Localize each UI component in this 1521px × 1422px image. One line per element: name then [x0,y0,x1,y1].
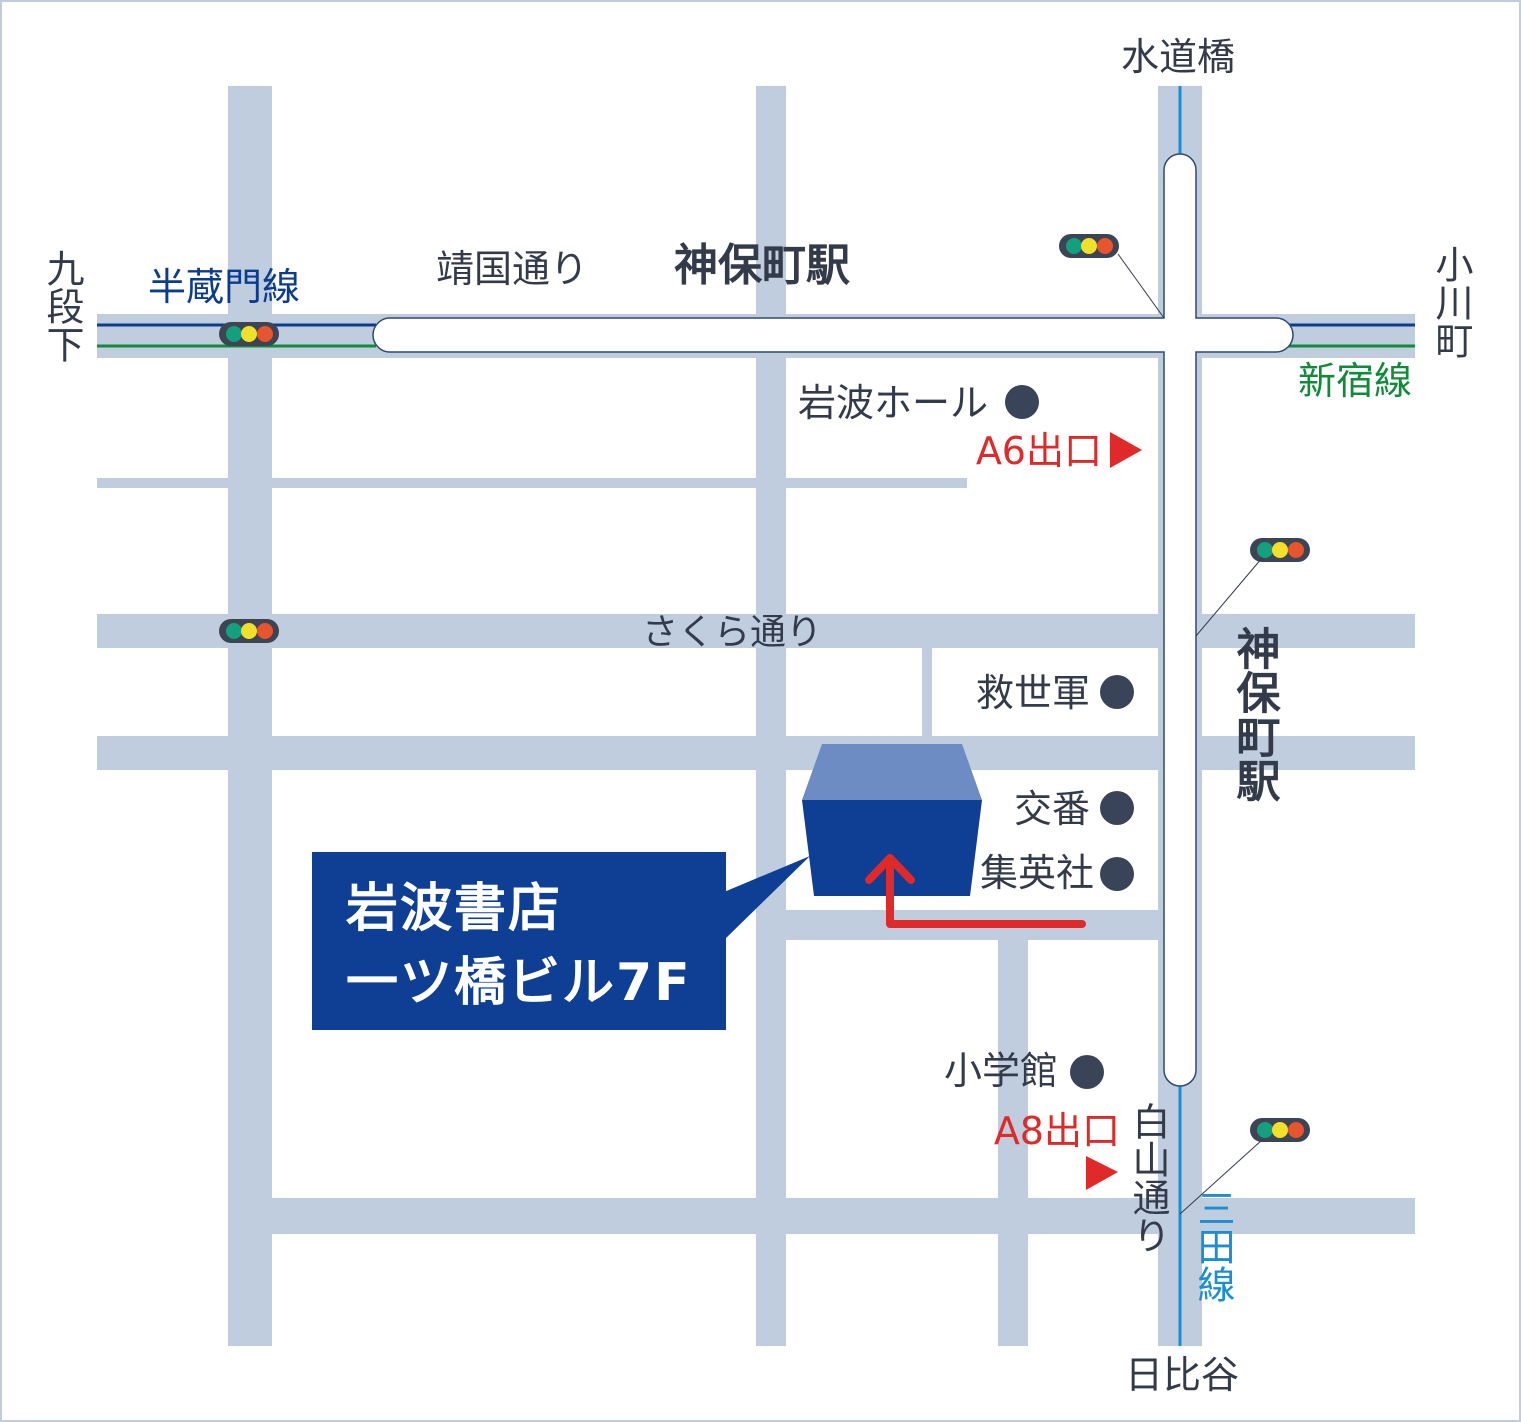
poi-dot [1100,791,1134,825]
traffic-light-icon [1179,1118,1310,1215]
label-hanzomon-line: 半蔵門線 [148,265,300,309]
poi-dot [1070,1055,1104,1089]
traffic-light-icon [219,619,279,643]
label-sakura-dori: さくら通り [642,612,822,653]
traffic-light-icon [1059,234,1165,319]
main-road-overlay [372,153,1294,1087]
arrow-up-icon [865,854,1086,928]
destination-building [802,744,982,896]
road-minor-connector [922,648,932,738]
destination-floor: 一ツ橋ビル7F [346,953,692,1013]
triangle-right-icon [1110,432,1142,468]
traffic-light-icon [1195,538,1310,637]
label-ogawamachi: 小川町 [1429,245,1473,359]
label-yasukuni-dori: 靖国通り [436,247,588,291]
road-horizontal-mid [97,736,1415,770]
callout-box [312,852,726,1030]
label-jimbocho-station: 神保町駅 [674,240,850,291]
label-mita-line: 三田線 [1191,1189,1235,1303]
label-jimbocho-station-vertical: 神保町駅 [1229,626,1281,802]
road-minor-north [97,478,967,488]
label-hakusan-dori: 白山通り [1126,1102,1170,1254]
road-vertical-southeast [998,940,1028,1346]
label-shinjuku-line: 新宿線 [1298,359,1412,403]
poi-shogakukan: 小学館 [944,1049,1058,1093]
poi-dot [1005,385,1039,419]
destination-callout: 岩波書店 一ツ橋ビル7F [312,852,810,1030]
label-suidobashi: 水道橋 [1121,35,1235,79]
poi-dot [1100,675,1134,709]
label-kudanshita: 九段下 [40,249,84,363]
poi-dot [1100,857,1134,891]
road-vertical-west [228,86,272,1346]
exit-a6-label: A6出口 [976,429,1102,473]
traffic-light-icon [219,322,279,346]
triangle-right-icon [1086,1156,1118,1190]
main-road-outline [372,153,1294,1087]
exit-a8-label: A8出口 [994,1109,1120,1153]
poi-iwanami-hall: 岩波ホール [798,381,988,425]
destination-name: 岩波書店 [346,879,562,939]
poi-shueisha: 集英社 [980,851,1094,895]
road-horizontal-south [272,1198,1415,1234]
poi-kyuseigun: 救世軍 [976,671,1090,715]
road-vertical-center [756,86,786,1346]
label-hibiya: 日比谷 [1125,1353,1239,1397]
poi-koban: 交番 [1014,787,1090,831]
